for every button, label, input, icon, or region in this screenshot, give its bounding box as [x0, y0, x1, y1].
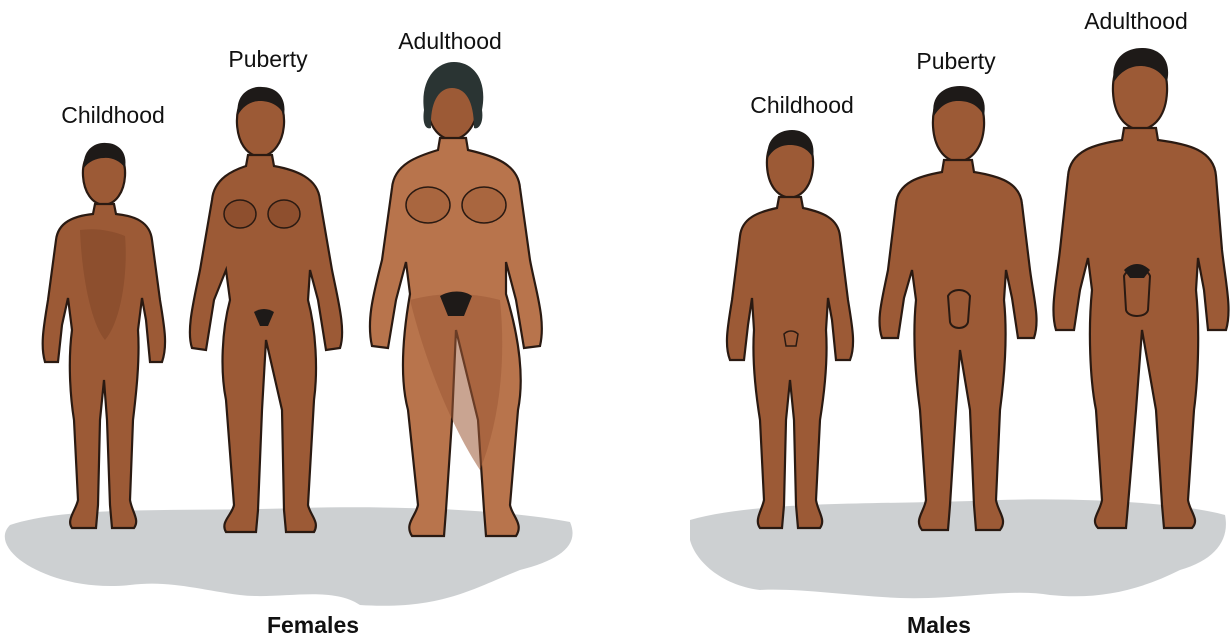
- label-male-childhood: Childhood: [750, 92, 854, 119]
- figure-female-childhood: [43, 143, 165, 528]
- label-male-adulthood: Adulthood: [1084, 8, 1188, 35]
- label-female-puberty: Puberty: [228, 46, 307, 73]
- label-male-puberty: Puberty: [916, 48, 995, 75]
- label-female-childhood: Childhood: [61, 102, 165, 129]
- figure-male-adulthood: [1053, 48, 1228, 528]
- label-female-adulthood: Adulthood: [398, 28, 502, 55]
- figure-male-puberty: [880, 86, 1037, 530]
- figure-female-puberty: [190, 87, 342, 532]
- figure-female-adulthood: [370, 62, 542, 536]
- figure-male-childhood: [727, 130, 853, 528]
- caption-males: Males: [907, 612, 971, 639]
- caption-females: Females: [267, 612, 359, 639]
